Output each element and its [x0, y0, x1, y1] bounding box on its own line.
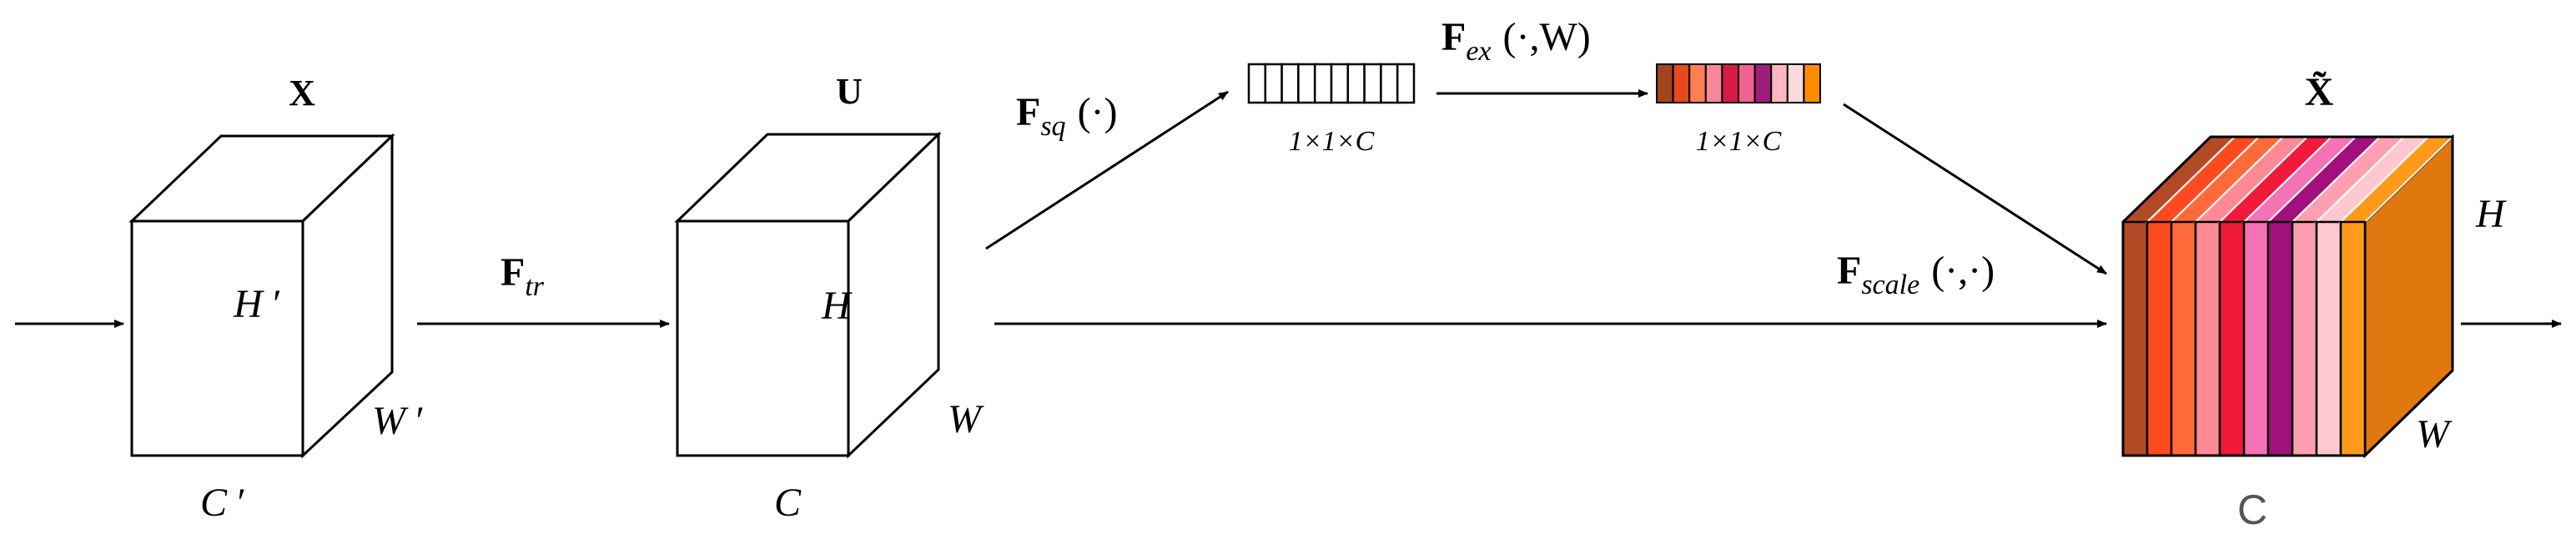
excitation-vector-cell	[1672, 63, 1691, 103]
f-sq-arrow	[985, 90, 1229, 250]
output-cube-front-band	[2146, 220, 2173, 457]
label-out-w: W	[2416, 412, 2453, 456]
label-f-scale: Fscale (·,·)	[1837, 249, 1995, 300]
f-tr-main: F	[501, 250, 525, 295]
excitation-vector-cell	[1721, 63, 1739, 103]
label-out-c: C	[2237, 486, 2267, 533]
output-cube-front-band	[2267, 220, 2294, 457]
label-vector-dims-1: 1×1×C	[1289, 126, 1375, 157]
label-f-ex: Fex (·,W)	[1441, 15, 1591, 67]
output-cube-front-band	[2194, 220, 2221, 457]
f-tr-sub: tr	[525, 271, 544, 302]
excitation-vector	[1656, 63, 1821, 103]
squeeze-vector-cell	[1330, 63, 1350, 104]
output-cube-front-band	[2339, 220, 2367, 457]
excitation-vector-cell	[1770, 63, 1789, 103]
excitation-vector-cell	[1738, 63, 1756, 103]
f-sq-sub: sq	[1040, 111, 1065, 142]
excitation-vector-cell	[1786, 63, 1805, 103]
output-tensor-x-tilde	[2121, 133, 2455, 459]
squeeze-vector-cell	[1247, 63, 1267, 104]
f-scale-sub: scale	[1861, 269, 1919, 300]
squeeze-vector-cell	[1297, 63, 1316, 104]
label-x: X	[289, 73, 315, 113]
excitation-vector-cell	[1656, 63, 1674, 103]
label-out-h: H	[2475, 192, 2507, 236]
label-w-prime: W ′	[372, 399, 424, 443]
squeeze-vector-cell	[1313, 63, 1333, 104]
f-scale-main: F	[1837, 249, 1861, 293]
output-cube-front-band	[2315, 220, 2342, 457]
f-sq-main: F	[1016, 90, 1040, 134]
input-tensor-x	[128, 133, 395, 459]
label-c-prime: C ′	[200, 481, 245, 525]
label-x-tilde: X̃	[2305, 70, 2334, 114]
output-cube-outline	[2121, 135, 2454, 457]
squeeze-vector	[1247, 63, 1416, 104]
label-h: H	[821, 284, 853, 328]
excitation-vector-cell	[1704, 63, 1723, 103]
excitation-vector-cell	[1688, 63, 1707, 103]
label-f-tr: Ftr	[501, 250, 545, 302]
label-f-sq: Fsq (·)	[1016, 90, 1118, 142]
squeeze-vector-cell	[1363, 63, 1382, 104]
f-ex-main: F	[1441, 15, 1466, 59]
excitation-to-output-arrow	[1843, 103, 2107, 275]
squeeze-vector-cell	[1396, 63, 1416, 104]
squeeze-vector-cell	[1380, 63, 1399, 104]
excitation-vector-cell	[1803, 63, 1821, 103]
squeeze-vector-cell	[1346, 63, 1366, 104]
f-ex-args: (·,W)	[1503, 15, 1591, 59]
excitation-vector-cell	[1753, 63, 1773, 103]
transformed-tensor-u	[674, 131, 942, 459]
label-vector-dims-2: 1×1×C	[1696, 126, 1782, 157]
f-sq-args: (·)	[1078, 90, 1118, 134]
output-cube-front-band	[2291, 220, 2318, 457]
label-u: U	[836, 71, 863, 112]
f-scale-args: (·,·)	[1931, 249, 1995, 293]
output-cube-front-band	[2218, 220, 2246, 457]
output-cube-front-band	[2121, 220, 2149, 457]
squeeze-vector-cell	[1264, 63, 1283, 104]
f-ex-sub: ex	[1466, 36, 1491, 67]
output-cube-front-band	[2170, 220, 2197, 457]
output-cube-front-band	[2242, 220, 2270, 457]
label-w: W	[948, 397, 984, 441]
label-h-prime: H ′	[233, 282, 280, 326]
squeeze-vector-cell	[1280, 63, 1300, 104]
label-c: C	[774, 481, 802, 525]
